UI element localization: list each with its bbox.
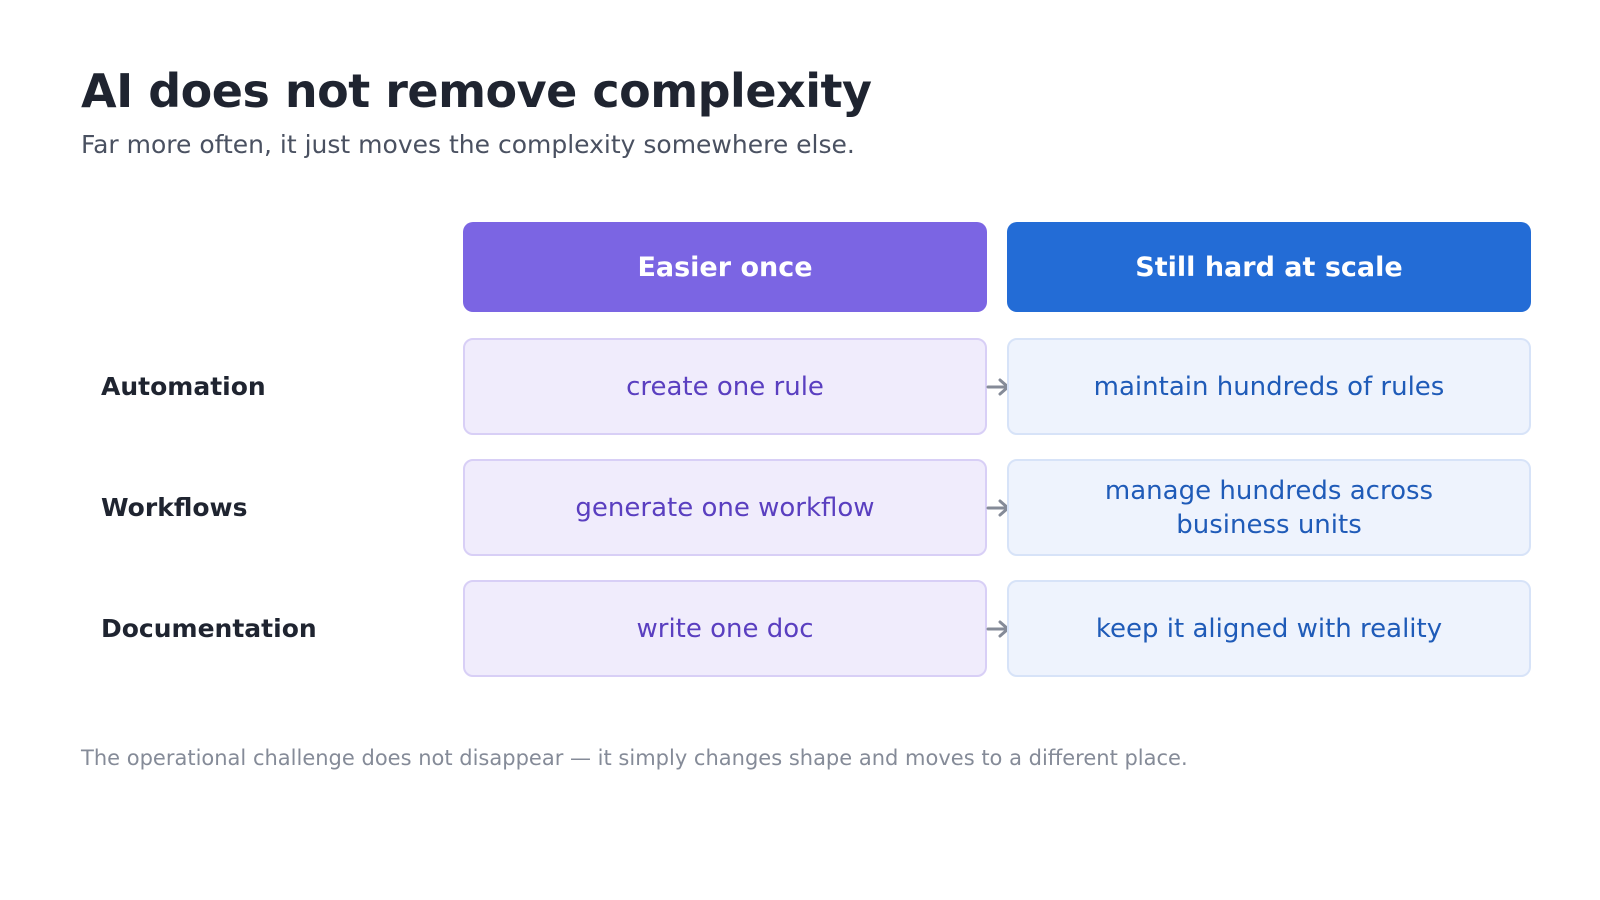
hard-cell-documentation: keep it aligned with reality xyxy=(1007,580,1531,677)
hard-cell-workflows: manage hundreds across business units xyxy=(1007,459,1531,556)
easier-cell-automation: create one rule xyxy=(463,338,987,435)
easier-cell-documentation: write one doc xyxy=(463,580,987,677)
page-title: AI does not remove complexity xyxy=(81,64,872,118)
easier-cell-text: generate one workflow xyxy=(575,492,875,523)
hard-cell-text: keep it aligned with reality xyxy=(1095,613,1443,644)
hard-cell-automation: maintain hundreds of rules xyxy=(1007,338,1531,435)
row-label-documentation: Documentation xyxy=(101,614,317,643)
footer-note: The operational challenge does not disap… xyxy=(81,746,1188,770)
hard-cell-text: manage hundreds across business units xyxy=(1104,475,1434,540)
column-header-easier-once: Easier once xyxy=(463,222,987,312)
easier-cell-text: create one rule xyxy=(626,371,824,402)
column-header-still-hard: Still hard at scale xyxy=(1007,222,1531,312)
row-label-automation: Automation xyxy=(101,372,266,401)
easier-cell-workflows: generate one workflow xyxy=(463,459,987,556)
hard-cell-text: maintain hundreds of rules xyxy=(1093,371,1445,402)
easier-cell-text: write one doc xyxy=(636,613,814,644)
row-label-workflows: Workflows xyxy=(101,493,248,522)
page-subtitle: Far more often, it just moves the comple… xyxy=(81,130,855,159)
